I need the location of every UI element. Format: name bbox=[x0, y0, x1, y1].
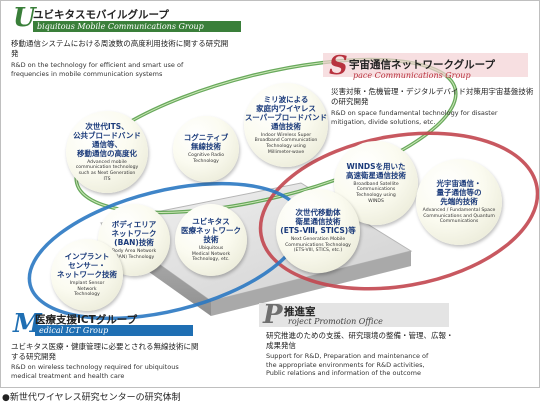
medical-group-title: 医療支援ICTグループ bbox=[35, 314, 138, 326]
figure-caption: ●新世代ワイヤレス研究センターの研究体制 bbox=[2, 393, 181, 403]
bubble-ubiquitous-medical-label: ユビキタス 医療ネットワーク 技術 bbox=[181, 217, 241, 245]
medical-group-description-en: R&D on wireless technology required for … bbox=[11, 363, 179, 380]
bubble-optical-quantum-label-en: Advanced / Fundamental Space Communicati… bbox=[422, 208, 496, 225]
bubble-next-gen-mobile-satellite-label: 次世代移動体 衛星通信技術 (ETS-Ⅷ, STICS)等 bbox=[280, 208, 356, 236]
bubble-indoor-wireless-label-en: Indoor Wireless Super Broadband Communic… bbox=[254, 132, 318, 155]
space-group-title-en: pace Communications Group bbox=[353, 71, 471, 80]
space-group-description: 災害対策・危機管理・デジタルデバイド対策用宇宙基盤技術の研究開発 bbox=[331, 87, 534, 106]
space-ring bbox=[258, 131, 539, 291]
project-office-description: 研究推進のための支援、研究環境の整備・管理、広報・成果発信 bbox=[266, 331, 454, 350]
bubble-indoor-wireless-label: ミリ波による 家庭内ワイヤレス スーパーブロードバンド 通信技術 bbox=[244, 94, 328, 131]
diagram-frame: U ユビキタスモバイルグループ biquitous Mobile Communi… bbox=[0, 0, 540, 388]
bubble-ubiquitous-medical: ユビキタス 医療ネットワーク 技術 Ubiquitous Medical Net… bbox=[175, 204, 247, 276]
bubble-next-gen-its-label: 次世代ITS、 公共ブロードバンド 通信等、 移動通信の高度化 bbox=[73, 121, 141, 158]
bubble-ban-label-en: Body Area Network (BAN) Technology bbox=[111, 248, 157, 260]
bubble-implant-sensor-label-en: Implant Sensor Network Technology bbox=[69, 281, 105, 298]
bubble-cognitive-radio: コグニティブ 無線技術 Cognitive Radio Technology bbox=[173, 116, 239, 182]
ubiquitous-group-title-en: biquitous Mobile Communications Group bbox=[33, 21, 241, 32]
space-group-description-en: R&D on space fundamental technology for … bbox=[331, 109, 498, 126]
bubble-next-gen-its-label-en: Advanced mobile communication technology… bbox=[75, 159, 139, 182]
space-group-letter: S bbox=[329, 51, 348, 81]
ubiquitous-group-title: ユビキタスモバイルグループ bbox=[33, 9, 169, 21]
bubble-winds-label-en: Broadband Satellite Communications Techn… bbox=[353, 181, 399, 204]
medical-group-description: ユビキタス医療・健康管理に必要とされる無線技術に関する研究開発 bbox=[11, 342, 199, 361]
medical-group-title-en: edical ICT Group bbox=[35, 325, 193, 336]
project-banner bbox=[259, 303, 449, 327]
platform-side bbox=[211, 251, 411, 316]
bubble-implant-sensor-label: インプラント センサー・ ネットワーク技術 bbox=[57, 252, 117, 280]
bubble-next-gen-its: 次世代ITS、 公共ブロードバンド 通信等、 移動通信の高度化 Advanced… bbox=[66, 111, 148, 193]
project-office-letter: P bbox=[263, 300, 283, 330]
bubble-cognitive-radio-label-en: Cognitive Radio Technology bbox=[187, 153, 225, 164]
bubble-implant-sensor: インプラント センサー・ ネットワーク技術 Implant Sensor Net… bbox=[51, 239, 123, 311]
ubiquitous-group-description-en: R&D on the technology for efficient and … bbox=[11, 61, 184, 78]
bubble-optical-quantum-label: 光宇宙通信・ 量子通信等の 先端的技術 bbox=[436, 179, 482, 207]
bubble-ban: ボディエリア ネットワーク (BAN)技術 Body Area Network … bbox=[98, 204, 170, 276]
ubiquitous-group-letter: U bbox=[13, 3, 36, 33]
bubble-next-gen-mobile-satellite-label-en: Next Generation Mobile Communications Te… bbox=[285, 237, 351, 254]
bubble-next-gen-mobile-satellite: 次世代移動体 衛星通信技術 (ETS-Ⅷ, STICS)等 Next Gener… bbox=[276, 189, 360, 273]
ubiquitous-group-description: 移動通信システムにおける周波数の高度利用技術に関する研究開発 bbox=[11, 39, 229, 58]
bubble-ban-label: ボディエリア ネットワーク (BAN)技術 bbox=[111, 219, 157, 247]
project-office-title: 推進室 bbox=[284, 306, 316, 318]
bubble-indoor-wireless: ミリ波による 家庭内ワイヤレス スーパーブロードバンド 通信技術 Indoor … bbox=[244, 83, 328, 167]
space-banner bbox=[323, 53, 528, 77]
space-group-title: 宇宙通信ネットワークグループ bbox=[349, 59, 495, 71]
bubble-winds-label: WINDSを用いた 高速衛星通信技術 bbox=[346, 161, 406, 180]
bubble-ubiquitous-medical-label-en: Ubiquitous Medical Network Technology, e… bbox=[191, 246, 231, 263]
bubble-optical-quantum: 光宇宙通信・ 量子通信等の 先端的技術 Advanced / Fundament… bbox=[416, 159, 502, 245]
project-office-title-en: roject Promotion Office bbox=[288, 317, 383, 326]
project-office-description-en: Support for R&D, Preparation and mainten… bbox=[266, 352, 429, 377]
bubble-cognitive-radio-label: コグニティブ 無線技術 bbox=[183, 133, 229, 152]
